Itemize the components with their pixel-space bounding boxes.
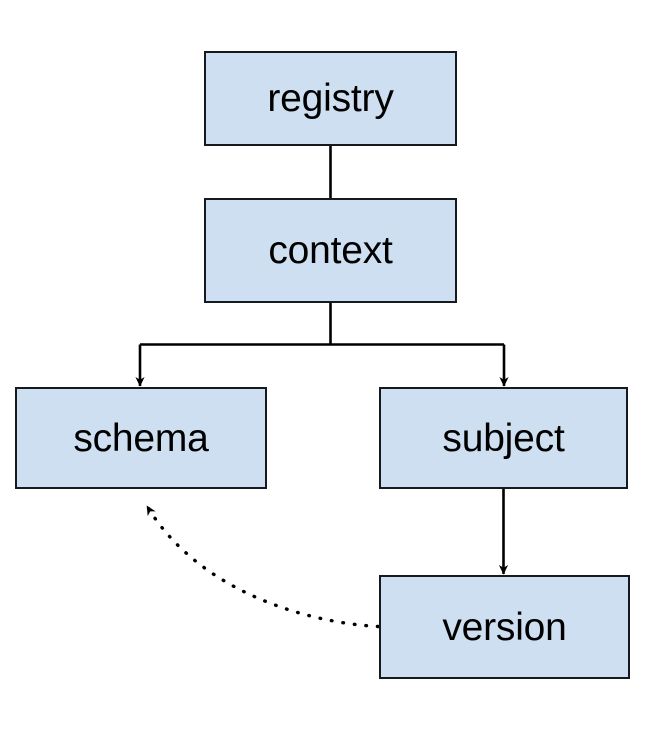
node-version[interactable]: version bbox=[379, 575, 630, 679]
node-context[interactable]: context bbox=[204, 198, 457, 303]
node-schema-label: schema bbox=[73, 416, 209, 460]
node-schema[interactable]: schema bbox=[15, 387, 267, 489]
node-subject-label: subject bbox=[442, 416, 565, 460]
node-registry-label: registry bbox=[267, 77, 394, 120]
node-subject[interactable]: subject bbox=[379, 387, 628, 489]
node-registry[interactable]: registry bbox=[204, 51, 457, 146]
edge-version-to-schema bbox=[145, 504, 380, 629]
node-version-label: version bbox=[442, 605, 567, 649]
node-context-label: context bbox=[268, 229, 393, 272]
